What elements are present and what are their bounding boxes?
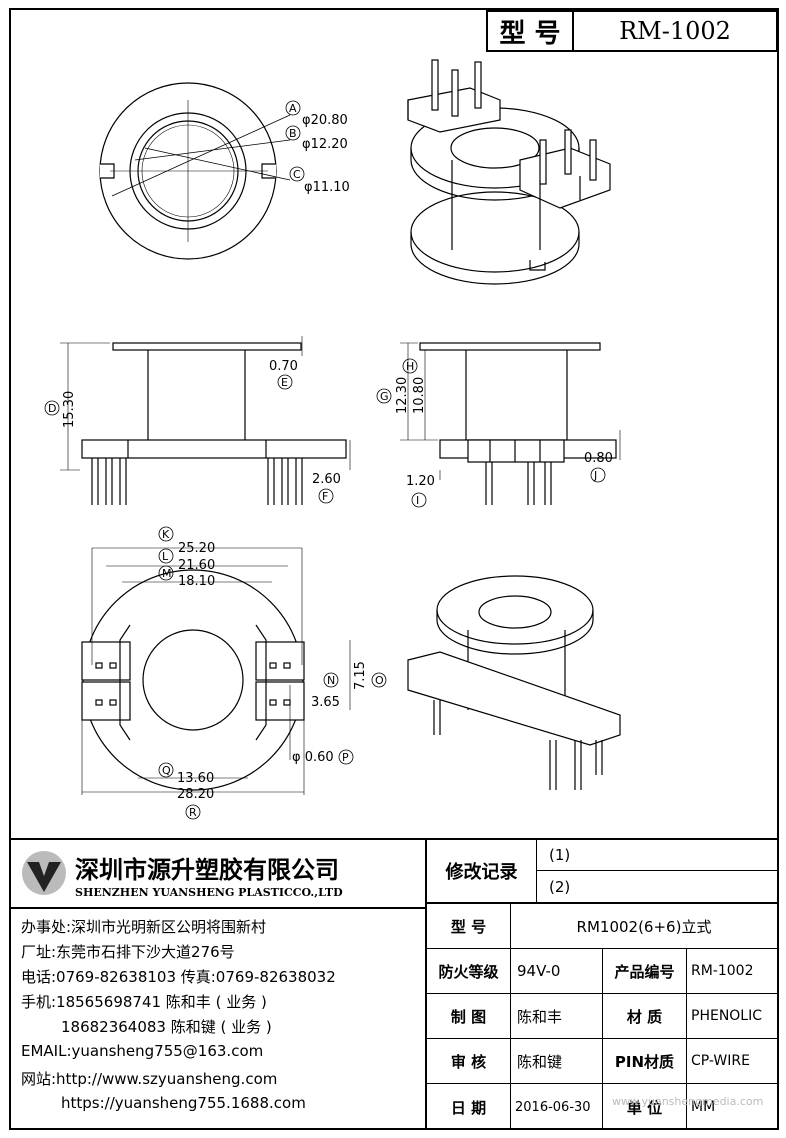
check-value: 陈和键	[517, 1052, 563, 1071]
isometric-view-top	[407, 59, 611, 285]
tag-g: G	[380, 390, 389, 403]
company-line-4: 手机:18565698741 陈和丰 ( 业务 )	[21, 993, 267, 1011]
dim-o: 7.15	[353, 661, 368, 690]
dim-q: 13.60	[177, 771, 214, 786]
code-label: 产品编号	[614, 962, 675, 981]
dim-a: φ20.80	[302, 113, 348, 128]
tag-p: P	[342, 751, 349, 764]
model-label: 型 号	[450, 917, 487, 936]
company-line-2: 厂址:东莞市石排下沙大道276号	[21, 943, 235, 961]
title-block: 型 号 RM-1002	[486, 10, 778, 52]
dim-r: 28.20	[177, 787, 214, 802]
side-view-left	[60, 336, 351, 505]
tag-o: O	[375, 674, 384, 687]
drawing-frame	[9, 8, 779, 1130]
dim-k: 25.20	[178, 541, 215, 556]
dim-g: 12.30	[395, 377, 410, 414]
dim-i: 1.20	[406, 474, 435, 489]
company-logo	[19, 848, 69, 898]
tag-c: C	[293, 168, 301, 181]
pin-label: PIN材质	[614, 1052, 675, 1071]
bottom-view	[81, 547, 351, 795]
pin-value: CP-WIRE	[691, 1053, 750, 1069]
check-label: 审 核	[450, 1052, 487, 1071]
company-line-7: 网站:http://www.szyuansheng.com	[21, 1070, 278, 1088]
tag-m: M	[162, 567, 172, 580]
tag-l: L	[162, 550, 169, 563]
unit-value: MM	[691, 1099, 716, 1115]
dim-n: 3.65	[311, 695, 340, 710]
model-value: RM1002(6+6)立式	[576, 917, 712, 936]
tag-e: E	[281, 376, 288, 389]
tag-d: D	[48, 402, 56, 415]
company-block: 深圳市源升塑胶有限公司 SHENZHEN YUANSHENG PLASTICCO…	[9, 840, 427, 1130]
unit-label: 单 位	[626, 1098, 663, 1117]
side-view-right	[400, 342, 621, 505]
company-name-en: SHENZHEN YUANSHENG PLASTICCO.,LTD	[75, 886, 343, 899]
tag-j: J	[593, 469, 597, 482]
tag-r: R	[189, 806, 197, 819]
info-area: 深圳市源升塑胶有限公司 SHENZHEN YUANSHENG PLASTICCO…	[9, 838, 779, 1130]
title-model: RM-1002	[619, 17, 731, 45]
info-table: 修改记录 (1) (2) 型 号 RM1002(6+6)立式 防火等级 94V-…	[427, 840, 777, 1130]
dim-d: 15.30	[62, 391, 77, 428]
drawn-value: 陈和丰	[517, 1007, 563, 1026]
title-label: 型 号	[499, 18, 561, 49]
company-name-cn: 深圳市源升塑胶有限公司	[75, 856, 339, 884]
top-view	[99, 82, 291, 260]
tag-f: F	[322, 490, 328, 503]
company-line-1: 办事处:深圳市光明新区公明将围新村	[21, 918, 267, 936]
dim-b: φ12.20	[302, 137, 348, 152]
drawn-label: 制 图	[450, 1007, 487, 1026]
fire-value: 94V-0	[517, 962, 561, 980]
tag-i: I	[416, 494, 419, 507]
revision-row-2: (2)	[549, 877, 571, 896]
date-label: 日 期	[450, 1098, 487, 1117]
tag-k: K	[162, 528, 170, 541]
tag-n: N	[327, 674, 335, 687]
tag-b: B	[289, 127, 297, 140]
code-value: RM-1002	[691, 963, 754, 979]
dim-p: φ 0.60	[292, 750, 334, 765]
company-line-3: 电话:0769-82638103 传真:0769-82638032	[21, 968, 336, 986]
dimension-labels: A φ20.80 B φ12.20 C φ11.10 D 15.30 0.70 …	[44, 100, 613, 820]
dim-f: 2.60	[312, 472, 341, 487]
company-line-8: https://yuansheng755.1688.com	[61, 1094, 306, 1112]
isometric-view-bottom	[407, 575, 621, 790]
material-label: 材 质	[626, 1007, 663, 1026]
fire-label: 防火等级	[438, 962, 499, 981]
revision-label: 修改记录	[445, 862, 518, 883]
dim-m: 18.10	[178, 574, 215, 589]
watermark: www.yuanshengmedia.com	[612, 1095, 764, 1108]
material-value: PHENOLIC	[691, 1008, 763, 1024]
dim-j: 0.80	[584, 451, 613, 466]
dim-h: 10.80	[412, 377, 427, 414]
company-line-5: 18682364083 陈和键 ( 业务 )	[61, 1018, 272, 1036]
date-value: 2016-06-30	[515, 1099, 591, 1115]
dim-l: 21.60	[178, 558, 215, 573]
dim-e: 0.70	[269, 359, 298, 374]
technical-drawing: A φ20.80 B φ12.20 C φ11.10 D 15.30 0.70 …	[44, 59, 621, 820]
company-line-6: EMAIL:yuansheng755@163.com	[21, 1042, 264, 1060]
tag-h: H	[406, 360, 414, 373]
tag-a: A	[289, 102, 297, 115]
revision-row-1: (1)	[549, 846, 571, 864]
tag-q: Q	[162, 764, 171, 777]
dim-c: φ11.10	[304, 180, 350, 195]
